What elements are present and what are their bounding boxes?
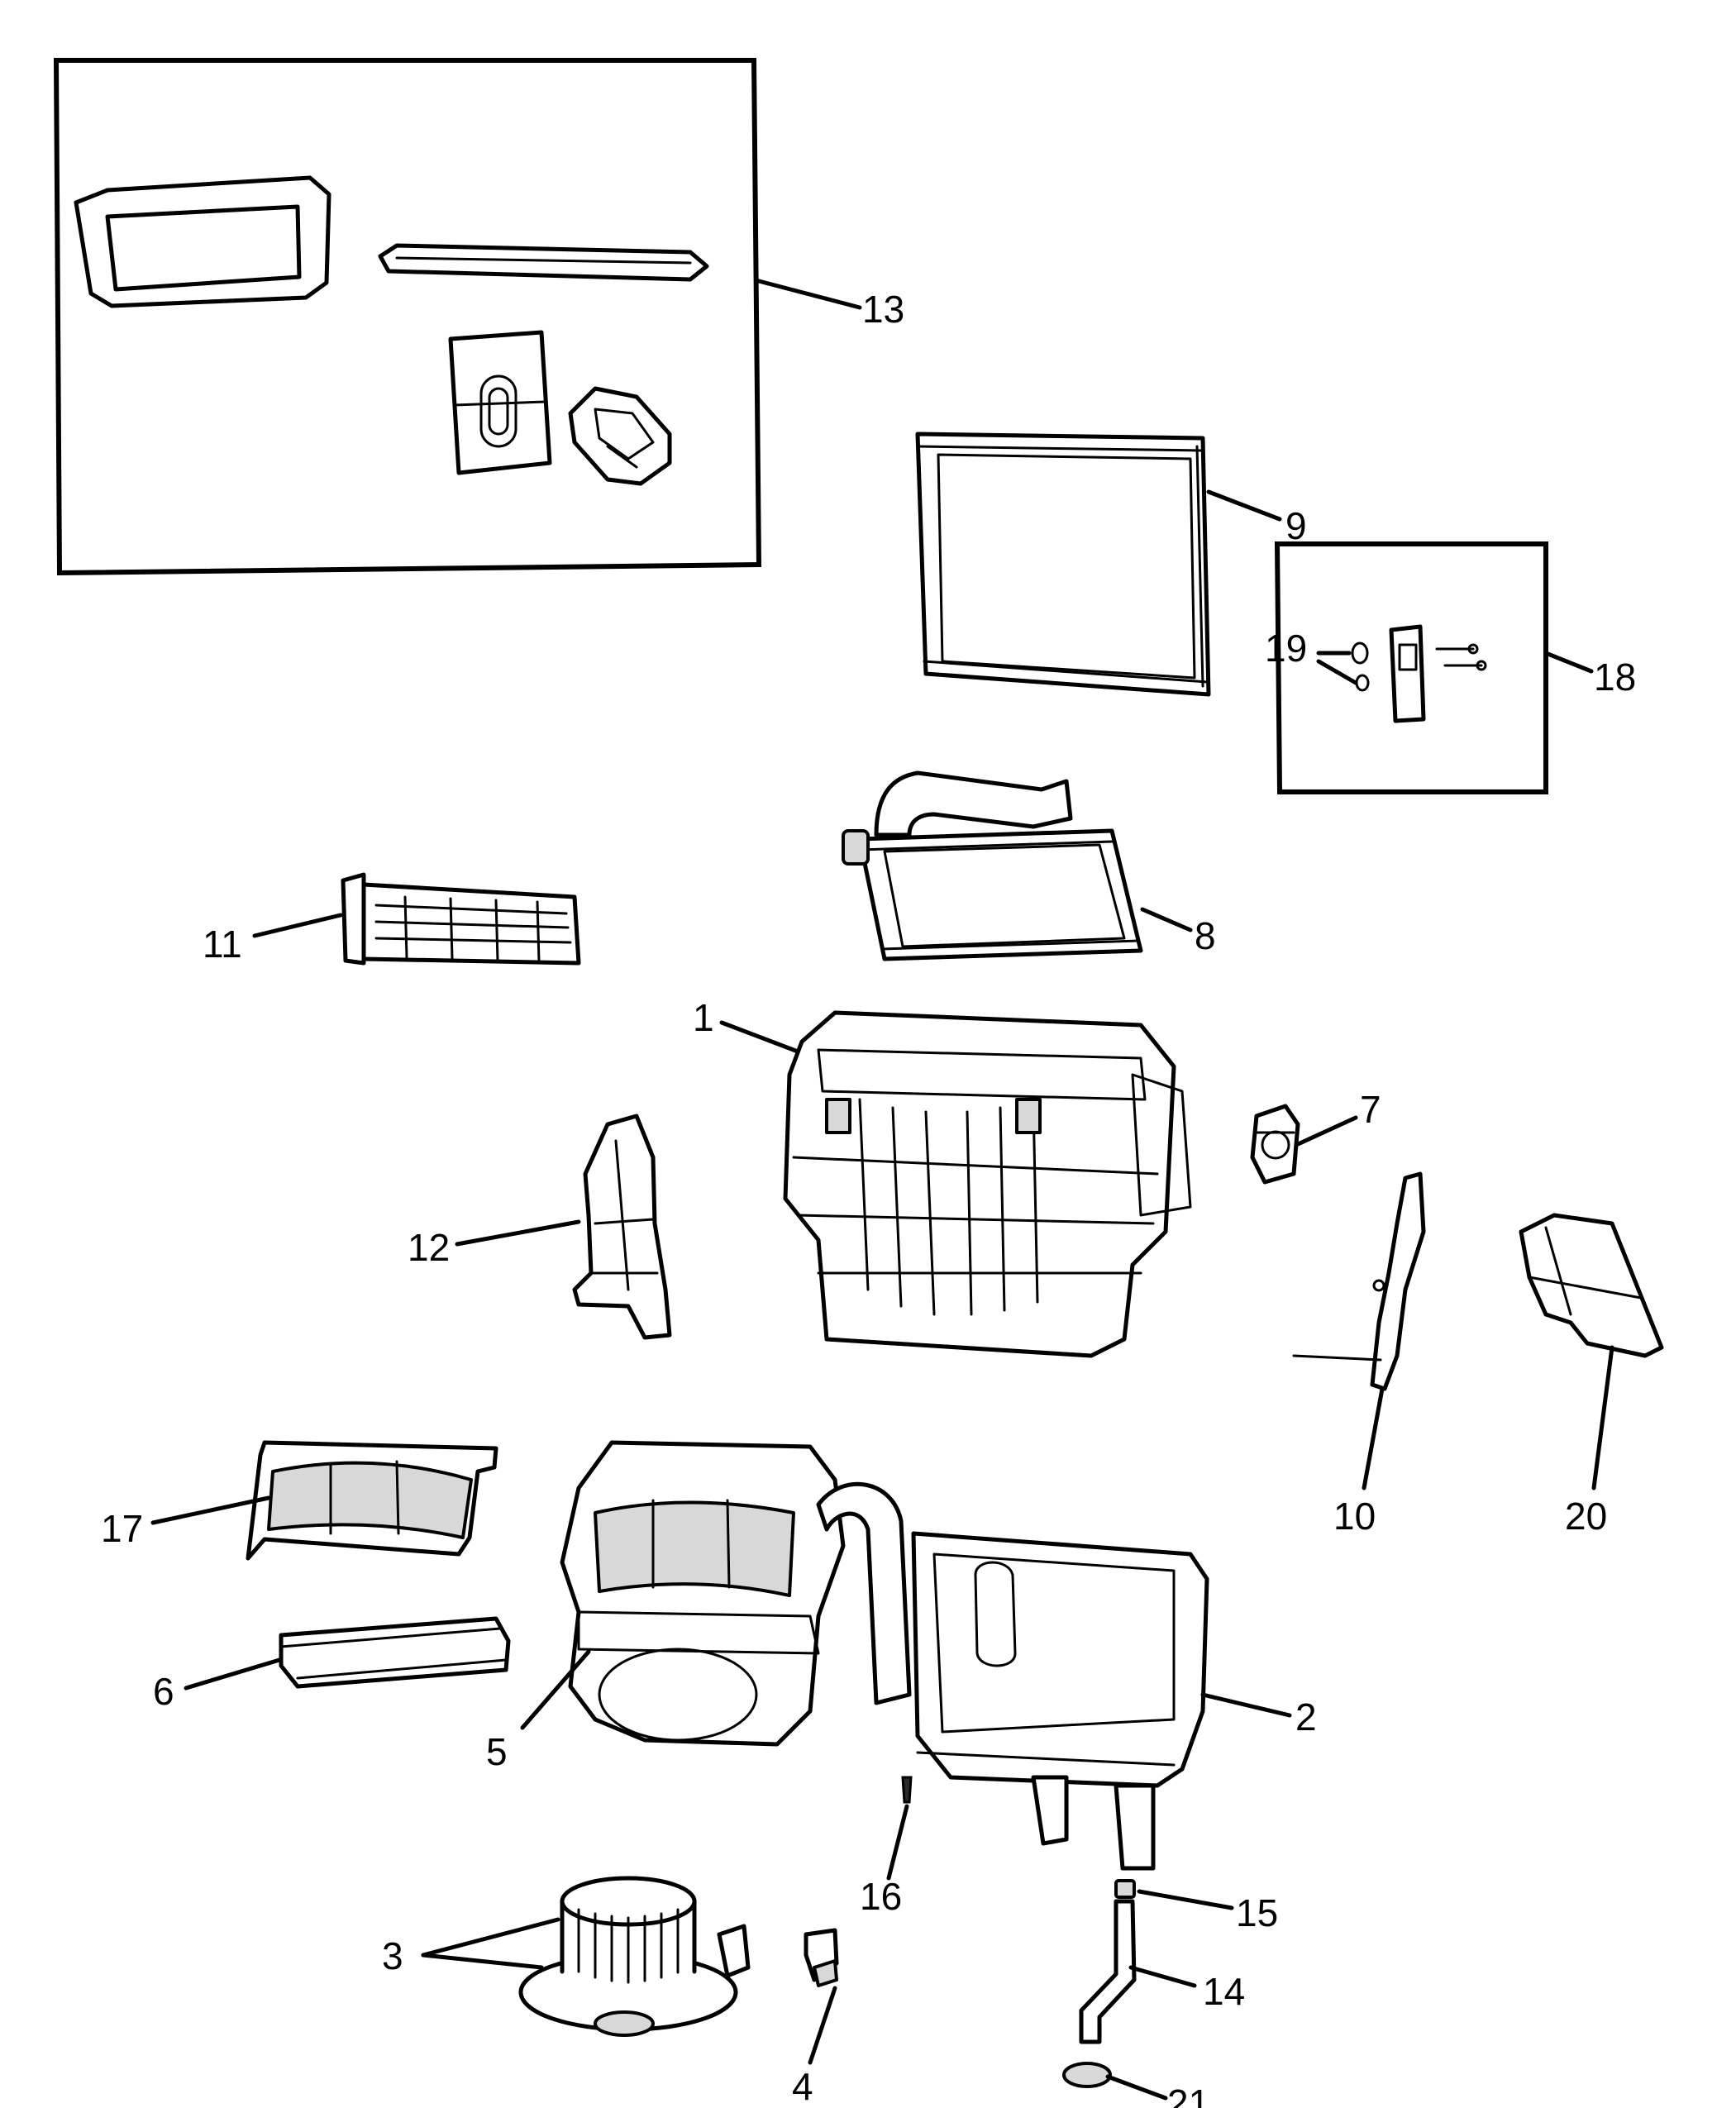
- gasket-plate-icon: [448, 330, 552, 475]
- air-inlet-door-icon: [341, 872, 581, 966]
- callout-13: 13: [862, 288, 904, 331]
- recirculation-door-icon: [246, 1440, 498, 1561]
- leader-16: [886, 1804, 909, 1881]
- mode-actuator-icon: [1250, 1104, 1300, 1185]
- callout-1: 1: [693, 996, 714, 1039]
- leader-1: [719, 1020, 800, 1054]
- callout-18: 18: [1594, 656, 1636, 699]
- callout-11: 11: [203, 923, 242, 966]
- callout-4: 4: [792, 2065, 813, 2108]
- evaporator-core-icon: [915, 432, 1211, 697]
- leader-3a: [421, 1917, 560, 1958]
- floor-duct-icon: [1519, 1213, 1664, 1358]
- seal-frame-icon: [74, 175, 331, 308]
- seal-bracket-icon: [568, 386, 672, 486]
- blower-motor-wheel-icon: [518, 1876, 751, 2037]
- leader-9: [1206, 489, 1282, 522]
- seal-kit-box: [53, 58, 762, 576]
- callout-14: 14: [1203, 1970, 1245, 2013]
- callout-10: 10: [1333, 1495, 1376, 1538]
- leader-14: [1128, 1965, 1197, 1988]
- leader-11: [252, 913, 343, 938]
- cabin-air-filter-icon: [279, 1616, 511, 1689]
- drain-clip-icon: [901, 1776, 913, 1804]
- callout-6: 6: [153, 1670, 174, 1713]
- door-link-lever-icon: [1292, 1171, 1426, 1391]
- drain-grommet-icon: [1062, 2062, 1112, 2088]
- leader-4: [808, 1986, 837, 2065]
- leader-10: [1362, 1386, 1385, 1490]
- expansion-valve-icon: [1351, 624, 1487, 723]
- callout-8: 8: [1195, 914, 1216, 957]
- leader-5: [520, 1649, 591, 1730]
- callout-9: 9: [1285, 504, 1307, 547]
- leader-7: [1294, 1115, 1358, 1147]
- callout-20: 20: [1565, 1495, 1607, 1538]
- leader-3b: [421, 1953, 544, 1970]
- callout-7: 7: [1360, 1088, 1381, 1131]
- callout-5: 5: [486, 1730, 508, 1773]
- callout-19: 19: [1265, 627, 1307, 670]
- leader-2: [1200, 1692, 1292, 1718]
- callout-21: 21: [1167, 2082, 1209, 2108]
- expansion-valve-box: [1274, 541, 1548, 794]
- drain-clamp-icon: [1114, 1879, 1136, 1899]
- blower-resistor-icon: [804, 1928, 839, 1987]
- drain-tube-icon: [1079, 1899, 1137, 2044]
- leader-17: [150, 1495, 271, 1525]
- side-duct-icon: [572, 1114, 672, 1340]
- leader-18: [1543, 651, 1594, 674]
- leader-13: [756, 279, 862, 310]
- callout-17: 17: [101, 1507, 143, 1550]
- hvac-upper-housing-icon: [783, 1010, 1192, 1358]
- leader-21: [1105, 2074, 1168, 2101]
- leader-8: [1140, 907, 1193, 932]
- callout-2: 2: [1295, 1695, 1317, 1738]
- hvac-lower-housing-icon: [560, 1440, 1209, 1871]
- callout-12: 12: [408, 1226, 450, 1269]
- callout-15: 15: [1236, 1891, 1278, 1934]
- leader-6: [184, 1657, 282, 1691]
- long-seal-icon: [378, 243, 709, 282]
- leader-15: [1137, 1889, 1234, 1910]
- heater-core-icon: [842, 770, 1143, 961]
- callout-16: 16: [860, 1875, 902, 1918]
- callout-3: 3: [382, 1934, 403, 1977]
- leader-12: [455, 1219, 581, 1247]
- leader-20: [1591, 1345, 1614, 1490]
